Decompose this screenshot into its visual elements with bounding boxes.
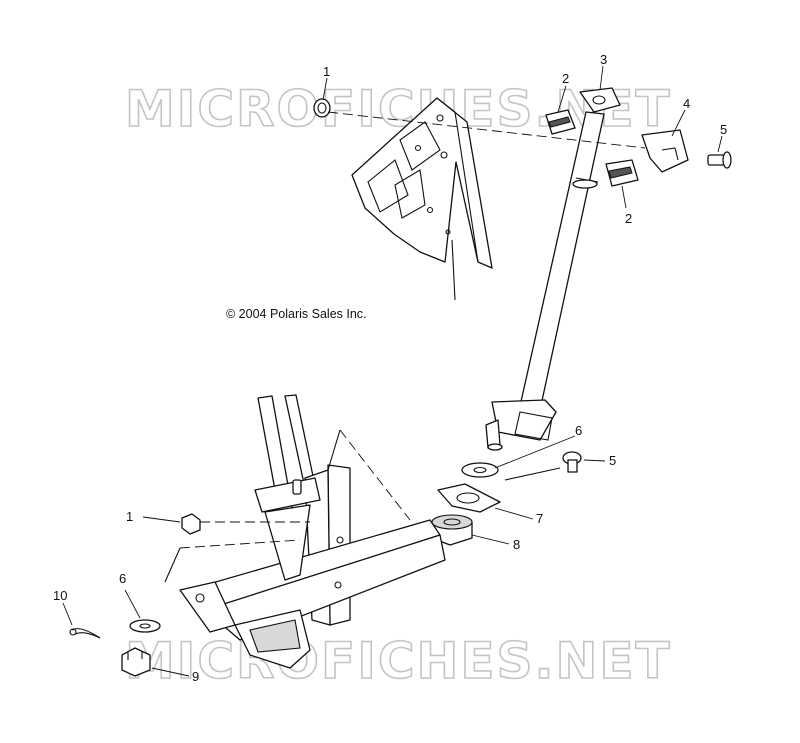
watermark-bottom: MICROFICHES.NET <box>125 632 672 690</box>
watermark-top: MICROFICHES.NET <box>125 80 672 138</box>
callout-4: 4 <box>683 96 690 111</box>
callout-2-mid: 2 <box>625 211 632 226</box>
copyright-notice: © 2004 Polaris Sales Inc. <box>226 307 367 321</box>
nut-top <box>313 98 331 118</box>
callout-5-right: 5 <box>609 453 616 468</box>
bearing-bracket <box>641 129 689 173</box>
bolt-right <box>562 451 582 473</box>
assembly-line-bearing <box>339 429 411 521</box>
assembly-line-bolt <box>504 467 561 481</box>
bushing-lower <box>605 159 639 187</box>
steering-post <box>485 87 621 451</box>
bearing <box>431 514 473 546</box>
lower-frame <box>179 394 446 669</box>
callout-7: 7 <box>536 511 543 526</box>
assembly-line-bearing-up <box>327 429 341 471</box>
callout-2-top: 2 <box>562 71 569 86</box>
assembly-line-left <box>179 539 301 549</box>
callout-3: 3 <box>600 52 607 67</box>
nut-left <box>181 513 201 535</box>
callout-1-top: 1 <box>323 64 330 79</box>
leader-lines <box>62 65 723 677</box>
callout-9: 9 <box>192 669 199 684</box>
castle-nut <box>121 647 151 677</box>
callout-1-left: 1 <box>126 509 133 524</box>
callout-6-left: 6 <box>119 571 126 586</box>
bolt-top <box>707 151 732 169</box>
bushing-upper <box>545 109 576 135</box>
cotter-pin <box>69 628 101 639</box>
dash-mount-panel <box>351 97 493 301</box>
callout-8: 8 <box>513 537 520 552</box>
bearing-flange <box>437 483 501 513</box>
callout-5-top: 5 <box>720 122 727 137</box>
assembly-line-left-drop <box>164 547 181 583</box>
callout-10: 10 <box>53 588 67 603</box>
assembly-line-top <box>327 111 646 149</box>
callout-6-right: 6 <box>575 423 582 438</box>
washer-right <box>461 462 499 478</box>
washer-left <box>129 619 161 633</box>
